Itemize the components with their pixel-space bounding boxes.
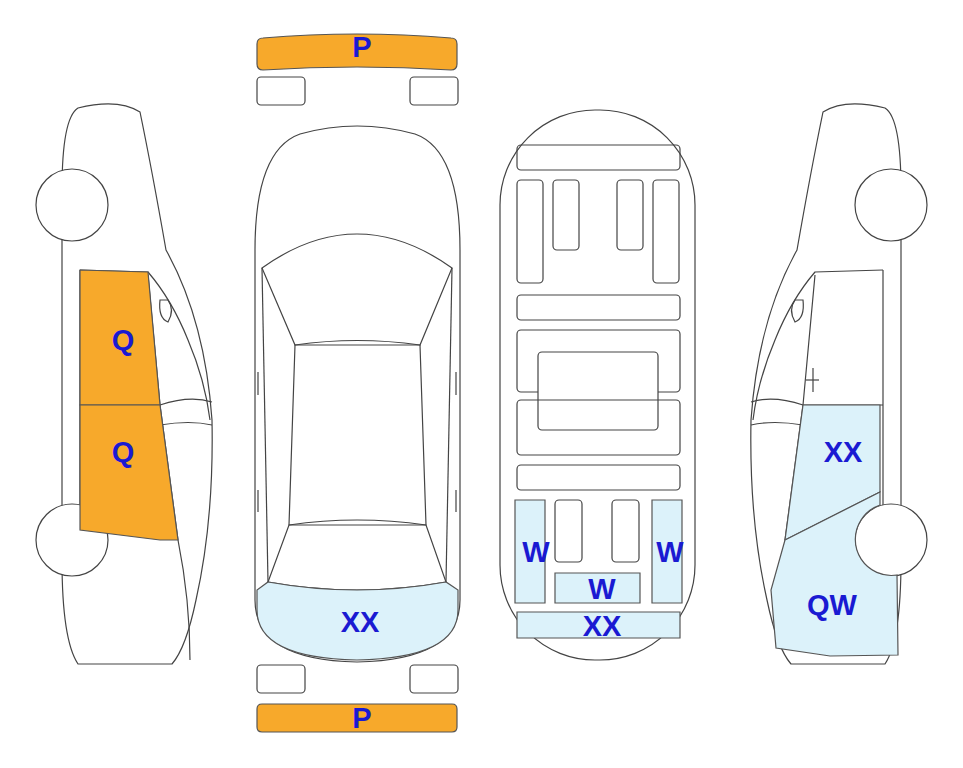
underbody-panel: W — [515, 500, 545, 603]
area-shape — [770, 492, 898, 657]
bumper-panel: P — [257, 30, 457, 70]
area-fill — [257, 582, 458, 660]
damage-code: QW — [807, 591, 857, 620]
door-panel: Q — [80, 405, 178, 540]
damage-code: W — [522, 538, 549, 567]
rear-panel: XX — [257, 580, 458, 660]
top-view — [255, 77, 460, 693]
damage-code: W — [588, 575, 615, 604]
side-view — [36, 104, 212, 664]
damage-code: Q — [112, 438, 135, 467]
area-fill — [555, 573, 640, 603]
area-shape — [80, 405, 178, 540]
damage-code: W — [656, 538, 683, 567]
side-view — [751, 104, 927, 664]
area-fill — [771, 492, 898, 656]
underbody-panel: W — [555, 573, 640, 603]
underbody-panel: XX — [517, 612, 680, 638]
door-panel: Q — [80, 270, 160, 405]
damage-code: P — [352, 33, 371, 62]
bumper-panel: P — [257, 704, 457, 732]
area-fill — [257, 704, 457, 732]
damage-code: Q — [112, 326, 135, 355]
damage-code: XX — [341, 608, 380, 637]
quarter-panel: QW — [770, 492, 898, 657]
area-fill — [80, 405, 178, 540]
underside-view — [500, 110, 695, 660]
area-fill — [80, 270, 160, 405]
underbody-panel: W — [652, 500, 682, 603]
damage-code: XX — [824, 438, 863, 467]
damage-code: XX — [583, 612, 622, 641]
damage-code: P — [352, 704, 371, 733]
